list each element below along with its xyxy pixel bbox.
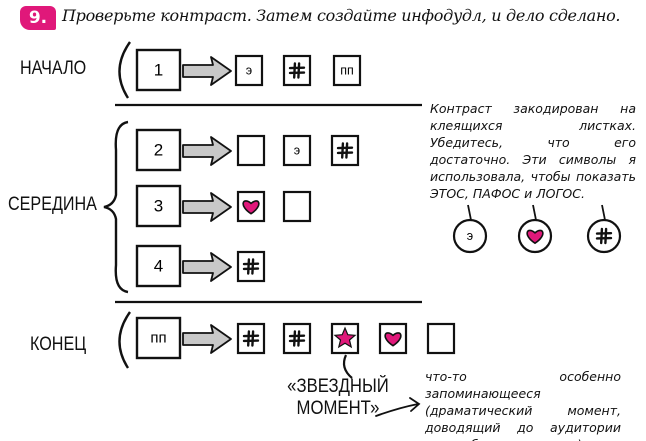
- sticky-note-box: [282, 54, 312, 87]
- hash-icon: [242, 330, 260, 347]
- star-icon: [333, 326, 357, 349]
- section-number: 2: [154, 141, 163, 160]
- sticky-note-box: [282, 190, 312, 223]
- sticky-note-box: [332, 54, 362, 87]
- sticky-note-box: [282, 322, 312, 355]
- heart-icon: [242, 200, 260, 215]
- bracket-start: [118, 41, 131, 99]
- hash-icon: [595, 227, 613, 245]
- sticky-note-box: [236, 134, 266, 167]
- star-moment-label: «ЗВЕЗДНЫЙ МОМЕНТ»: [287, 376, 389, 420]
- section-number-box: [135, 316, 182, 360]
- legend-note: Контраст закодирован на клеящихся листка…: [430, 101, 636, 201]
- callout-pointer: [342, 354, 353, 379]
- arrow-icon: [182, 324, 232, 354]
- section-label-middle: СЕРЕДИНА: [8, 194, 97, 215]
- section-number-box: [135, 184, 182, 228]
- hash-stroke: [246, 258, 251, 275]
- section-number: 3: [154, 197, 163, 216]
- star-moment-line1: «ЗВЕЗДНЫЙ: [287, 376, 389, 397]
- legend-circle: [452, 218, 488, 254]
- section-label-start: НАЧАЛО: [20, 58, 87, 79]
- arrow-icon: [182, 136, 232, 166]
- hash-stroke: [246, 330, 251, 347]
- heart-icon: [384, 332, 402, 347]
- sticky-note-box: [234, 54, 264, 87]
- hash-stroke: [341, 142, 345, 159]
- hash-stroke: [600, 227, 604, 245]
- hash-icon: [242, 258, 260, 275]
- step-title: Проверьте контраст. Затем создайте инфод…: [62, 6, 621, 25]
- step-badge: 9.: [20, 6, 56, 30]
- hash-stroke: [604, 227, 608, 245]
- hash-icon: [288, 330, 306, 347]
- section-number: пп: [150, 330, 166, 347]
- callout-arrow-icon: [375, 397, 421, 417]
- hash-stroke: [297, 62, 301, 79]
- sticky-note-box: [330, 134, 360, 167]
- legend-string: [601, 204, 606, 221]
- hash-icon: [288, 62, 306, 79]
- star-moment-description: что-то особенно запоминающееся (драматич…: [425, 369, 621, 441]
- section-number: 1: [154, 61, 163, 80]
- sticky-note-box: [426, 322, 456, 355]
- section-number: 4: [154, 257, 163, 276]
- symbol-text: э: [467, 229, 473, 243]
- symbol-text: э: [294, 144, 300, 158]
- hash-stroke: [345, 142, 349, 159]
- hash-stroke: [293, 62, 297, 79]
- hash-stroke: [251, 258, 255, 275]
- section-number-box: [135, 48, 182, 92]
- arrow-icon: [182, 56, 232, 86]
- section-label-end: КОНЕЦ: [30, 334, 87, 355]
- legend-string: [532, 204, 537, 221]
- hash-stroke: [251, 330, 255, 347]
- hash-stroke: [297, 330, 301, 347]
- arrow-icon: [182, 192, 232, 222]
- arrow-icon: [182, 252, 232, 282]
- star-moment-line2: МОМЕНТ»: [296, 398, 380, 419]
- legend-circle: [586, 218, 622, 254]
- hash-icon: [336, 142, 354, 159]
- section-number-box: [135, 128, 182, 172]
- sticky-note-box: [282, 134, 312, 167]
- symbol-text: э: [246, 64, 252, 78]
- sticky-note-box: [236, 250, 266, 283]
- section-number-box: [135, 244, 182, 288]
- hash-stroke: [293, 330, 297, 347]
- bracket-end: [118, 311, 131, 369]
- brace-middle: [103, 120, 129, 294]
- legend-string: [467, 204, 472, 221]
- sticky-note-box: [236, 322, 266, 355]
- heart-icon: [526, 229, 544, 245]
- symbol-text: пп: [340, 64, 354, 78]
